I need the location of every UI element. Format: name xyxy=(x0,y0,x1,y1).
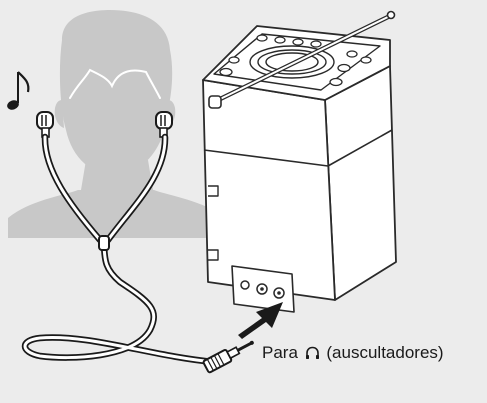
headphone-cable xyxy=(21,133,218,366)
caption-suffix: (auscultadores) xyxy=(326,343,444,362)
earbud-left xyxy=(36,111,54,138)
hair-line xyxy=(69,68,161,99)
cable-splitter xyxy=(98,235,110,251)
jack-caption: Para (auscultadores) xyxy=(262,343,444,363)
antenna xyxy=(208,10,396,109)
insert-arrow xyxy=(238,302,283,339)
caption-prefix: Para xyxy=(262,343,298,362)
device-side-face xyxy=(324,65,397,301)
device-front-face xyxy=(202,79,336,301)
headphones-icon xyxy=(305,346,319,359)
person-silhouette xyxy=(8,10,226,238)
shoulders xyxy=(8,190,226,238)
head xyxy=(59,10,173,176)
music-note-icon xyxy=(7,71,30,110)
speaker-device xyxy=(202,25,397,313)
ear-left xyxy=(54,100,64,128)
headphone-plug xyxy=(202,340,254,374)
